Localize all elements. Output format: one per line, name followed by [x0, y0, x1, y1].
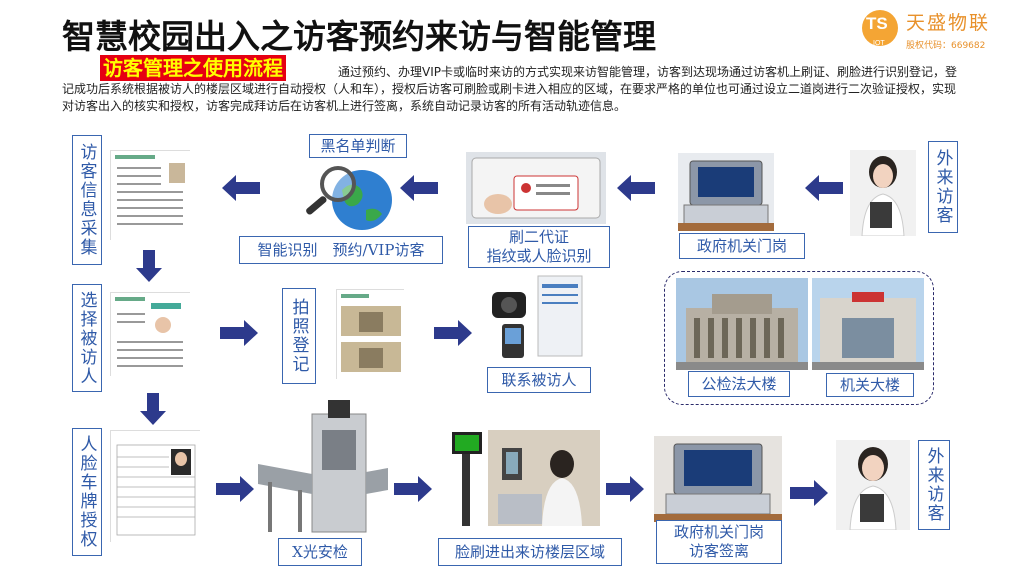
signout-kiosk-image [654, 436, 782, 522]
logo-mark-text: TS [866, 14, 888, 33]
description: 通过预约、办理VIP卡或临时来访的方式实现来访智能管理，访客到达现场通过访客机上… [62, 65, 957, 113]
photo-register-label: 拍照登记 [282, 288, 316, 384]
logo-mark [862, 10, 898, 46]
arrow-down [140, 393, 166, 425]
foreign-visitor-bottom-label: 外来访客 [918, 440, 950, 530]
photo-register-image [336, 289, 405, 380]
building-group [664, 271, 934, 405]
gov-gate-signout-label: 政府机关门岗 访客签离 [656, 520, 782, 564]
arrow-left [400, 175, 438, 201]
arrow-left [222, 175, 260, 201]
xray-machine-image [258, 394, 388, 542]
id-card-label: 刷二代证 指纹或人脸识别 [468, 226, 610, 268]
arrow-right [394, 476, 432, 502]
arrow-down [136, 250, 162, 282]
id-card-image [466, 152, 606, 224]
gov-building-image [812, 278, 924, 370]
arrow-right [790, 480, 828, 506]
court-building-label: 公检法大楼 [688, 371, 790, 397]
xray-label: X光安检 [278, 538, 362, 566]
arrow-right [434, 320, 472, 346]
page-title: 智慧校园出入之访客预约来访与智能管理 [62, 17, 656, 56]
phone-image [486, 272, 586, 362]
select-host-label: 选择被访人 [72, 284, 102, 392]
blacklist-label: 黑名单判断 [309, 134, 407, 158]
visitor-photo-top [850, 150, 916, 237]
arrow-right [220, 320, 258, 346]
contact-host-label: 联系被访人 [487, 367, 591, 393]
gov-gate-label: 政府机关门岗 [679, 233, 805, 259]
info-collect-label: 访客信息采集 [72, 135, 102, 265]
arrow-right [606, 476, 644, 502]
smart-recognition-label: 智能识别 预约/VIP访客 [239, 236, 443, 264]
section-subtitle: 访客管理之使用流程 [100, 55, 286, 81]
magnifier-globe-icon [300, 160, 396, 234]
logo-mark-sub: IOT [873, 40, 885, 47]
visitor-kiosk-image [678, 153, 774, 231]
arrow-right [216, 476, 254, 502]
face-gate-image [440, 424, 600, 532]
face-plate-auth-label: 人脸车牌授权 [72, 428, 102, 556]
foreign-visitor-top-label: 外来访客 [928, 141, 958, 233]
brand-stock-code: 股权代码：669682 [906, 41, 986, 51]
select-host-image [110, 292, 191, 377]
face-entry-label: 脸刷进出来访楼层区域 [438, 538, 622, 566]
info-form-image [110, 150, 191, 241]
arrow-left [805, 175, 843, 201]
gov-building-label: 机关大楼 [826, 373, 914, 397]
court-building-image [676, 278, 808, 370]
auth-form-image [110, 430, 201, 543]
visitor-photo-bottom [836, 440, 910, 531]
arrow-left [617, 175, 655, 201]
brand-name: 天盛物联 [906, 12, 991, 34]
